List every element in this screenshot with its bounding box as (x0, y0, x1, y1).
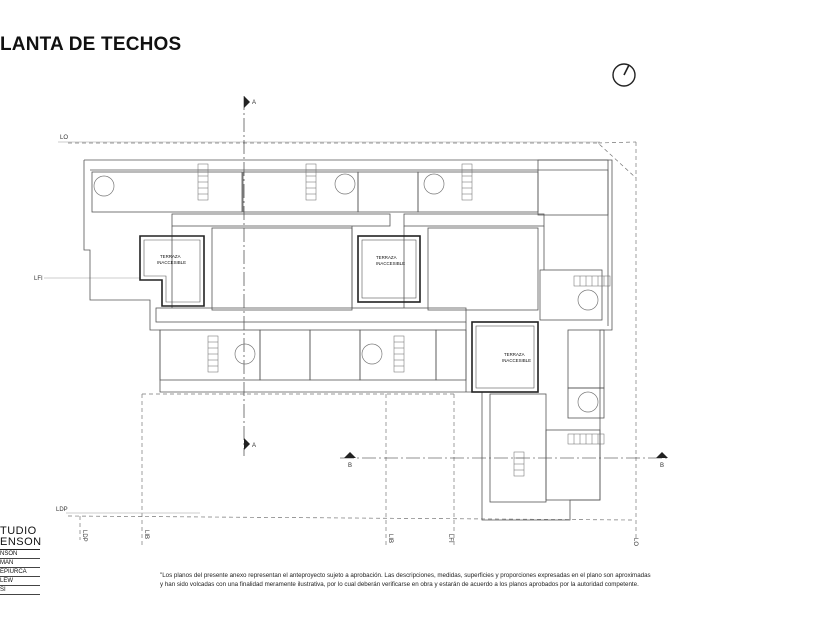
property-boundary (67, 141, 637, 545)
terrace-1-label-line1: TERRAZA (160, 254, 181, 259)
disclaimer-note: "Los planos del presente anexo represent… (160, 572, 700, 589)
terrace-2-label-line2: INACCESIBLE (376, 261, 405, 266)
studio-brand-line2: ENSON (0, 536, 42, 548)
building-outline (83, 159, 613, 521)
reference-lines (44, 141, 600, 514)
disclaimer-line-2: y han sido volcadas con una finalidad me… (160, 580, 639, 588)
line-label-lib-1: LIB (143, 530, 149, 539)
studio-person-1: NSON (0, 550, 40, 559)
terrace-1: TERRAZA INACCESIBLE (139, 235, 205, 307)
terrace-1-label-line2: INACCESIBLE (157, 260, 186, 265)
terrace-2: TERRAZA INACCESIBLE (357, 235, 421, 303)
line-label-lfi: LFI (34, 276, 43, 282)
skylight-circles (93, 173, 599, 413)
section-label-b-left: B (348, 463, 352, 469)
section-label-a-bottom: A (252, 443, 256, 449)
studio-person-5: SI (0, 586, 40, 595)
studio-person-4: LEW (0, 577, 40, 586)
drawing-title: LANTA DE TECHOS (0, 34, 182, 55)
line-label-lib-2: LIB (387, 534, 393, 543)
section-label-b-right: B (660, 463, 664, 469)
line-label-ldp-bottom: LDP (81, 530, 87, 542)
terrace-2-label-line1: TERRAZA (376, 255, 397, 260)
studio-title-block: TUDIO ENSON NSON MAN EPIURCA LEW SI (0, 525, 42, 595)
stair-symbols (197, 163, 611, 477)
section-line-a (243, 96, 250, 456)
line-label-lo-bottom: LO (632, 538, 638, 546)
studio-person-3: EPIURCA (0, 568, 40, 577)
studio-brand-line1: TUDIO (0, 525, 37, 537)
disclaimer-line-1: "Los planos del presente anexo represent… (160, 572, 651, 579)
line-label-ldp: LDP (56, 507, 68, 513)
terrace-3-label-line1: TERRAZA (504, 352, 525, 357)
section-label-a-top: A (252, 100, 256, 106)
line-label-lfi-bottom: LFI (447, 534, 453, 543)
line-label-lo: LO (60, 135, 68, 141)
terrace-3-label-line2: INACCESIBLE (502, 358, 531, 363)
studio-brand: TUDIO ENSON (0, 525, 42, 550)
north-arrow-icon (612, 63, 636, 87)
section-line-b (340, 452, 668, 459)
terrace-3: TERRAZA INACCESIBLE (471, 321, 539, 393)
studio-person-2: MAN (0, 559, 40, 568)
